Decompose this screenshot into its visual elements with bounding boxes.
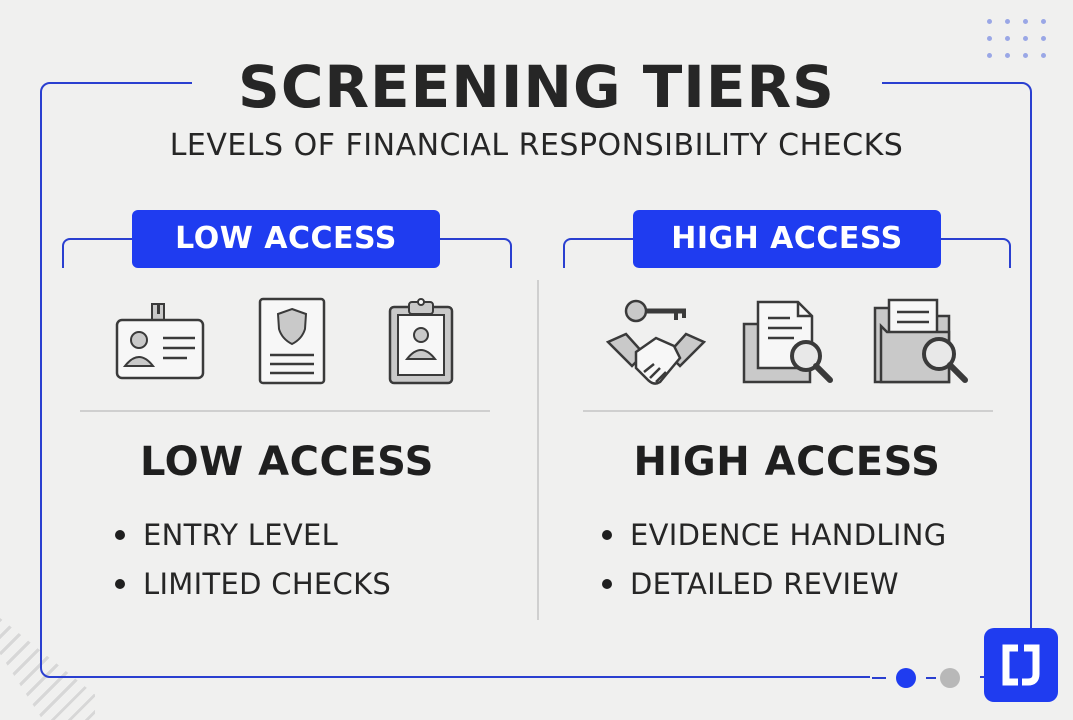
bullet-dot: [602, 579, 612, 589]
high-access-separator: [583, 410, 993, 412]
bullet-dot: [115, 530, 125, 540]
bottom-gap-mask: [870, 668, 980, 688]
low-access-separator: [80, 410, 490, 412]
logo-icon: [984, 628, 1058, 702]
document-search-icon: [742, 300, 833, 384]
key-handshake-icon: [606, 299, 706, 385]
bullet-text: DETAILED REVIEW: [630, 567, 899, 601]
blue-dot-decoration: [896, 668, 916, 688]
high-access-badge: HIGH ACCESS: [633, 210, 941, 268]
low-access-bullet: ENTRY LEVEL: [115, 516, 338, 554]
bullet-text: ENTRY LEVEL: [143, 518, 339, 552]
page-subtitle: LEVELS OF FINANCIAL RESPONSIBILITY CHECK…: [169, 128, 904, 163]
gray-dot-decoration: [940, 668, 960, 688]
bullet-dot: [602, 530, 612, 540]
clipboard-profile-icon: [388, 298, 454, 385]
low-access-bullet: LIMITED CHECKS: [115, 565, 391, 603]
decorative-dot-grid: [0, 0, 1073, 80]
folder-search-icon: [873, 298, 968, 384]
dash-decoration: [872, 677, 886, 679]
bullet-text: LIMITED CHECKS: [143, 567, 392, 601]
police-badge-document-icon: [258, 297, 326, 385]
bullet-dot: [115, 579, 125, 589]
low-access-heading: LOW ACCESS: [140, 439, 434, 485]
dash-decoration: [926, 677, 936, 679]
high-access-heading: HIGH ACCESS: [633, 439, 941, 485]
low-access-badge: LOW ACCESS: [132, 210, 440, 268]
page-title: SCREENING TIERS: [238, 53, 835, 121]
bullet-text: EVIDENCE HANDLING: [630, 518, 947, 552]
high-access-bullet: EVIDENCE HANDLING: [602, 516, 947, 554]
high-access-bullet: DETAILED REVIEW: [602, 565, 899, 603]
id-card-icon: [115, 303, 205, 380]
title-mask: [192, 70, 882, 100]
column-divider: [537, 280, 539, 620]
